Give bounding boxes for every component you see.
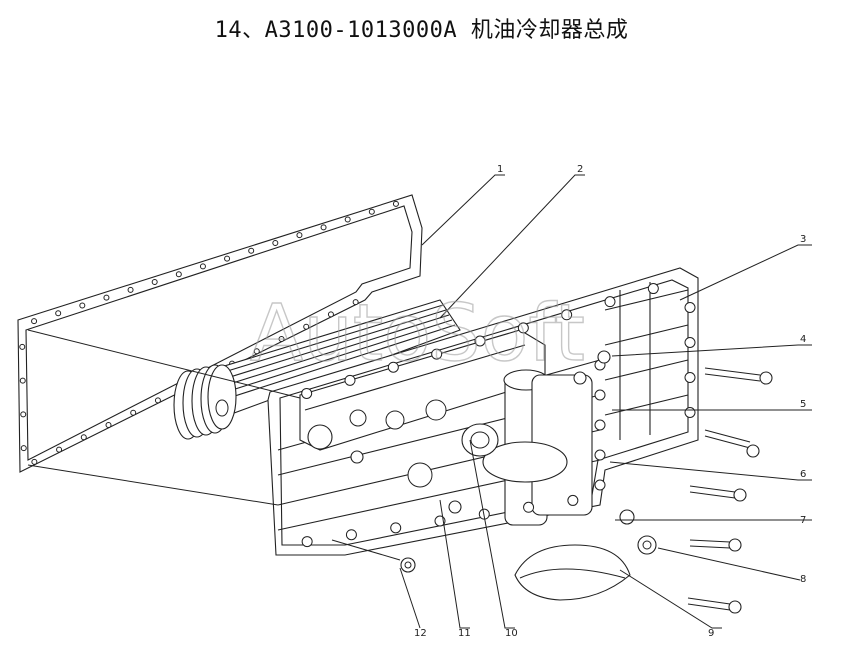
bolt-hole bbox=[344, 216, 351, 223]
bolt-hole bbox=[561, 309, 573, 321]
bolt-hole bbox=[272, 239, 279, 246]
bolt-hole bbox=[392, 200, 399, 207]
bolt-hole bbox=[594, 389, 606, 401]
bolt-hole bbox=[327, 311, 334, 318]
bolt-hole bbox=[368, 208, 375, 215]
bolt-hole bbox=[594, 419, 606, 431]
bolt-hole bbox=[320, 224, 327, 231]
plug-8 bbox=[637, 535, 657, 555]
bolt-hole bbox=[431, 348, 443, 360]
bolt-hole bbox=[130, 409, 137, 416]
callout-12: 12 bbox=[414, 628, 427, 639]
bolt-6 bbox=[689, 485, 747, 502]
bolt-hole bbox=[175, 271, 182, 278]
callout-5: 5 bbox=[800, 399, 806, 410]
bolt-hole bbox=[594, 449, 606, 461]
callout-1: 1 bbox=[497, 164, 503, 175]
bolt-hole bbox=[352, 299, 359, 306]
cooler-cover bbox=[267, 267, 699, 601]
bolt-hole bbox=[127, 286, 134, 293]
bolt-hole bbox=[345, 529, 357, 541]
callout-9: 9 bbox=[708, 628, 714, 639]
bolt-hole bbox=[517, 322, 529, 334]
callout-2: 2 bbox=[577, 164, 583, 175]
bolt-hole bbox=[303, 323, 310, 330]
bolt-hole bbox=[387, 361, 399, 373]
bolt-hole bbox=[248, 247, 255, 254]
bolt-hole bbox=[80, 434, 87, 441]
bolt-hole bbox=[20, 411, 27, 418]
bolt-hole bbox=[567, 494, 579, 506]
callout-4: 4 bbox=[800, 334, 806, 345]
diagram-title: 14、A3100-1013000A 机油冷却器总成 bbox=[214, 18, 629, 43]
bolt-hole bbox=[199, 263, 206, 270]
callout-7: 7 bbox=[800, 515, 806, 526]
bolt-hole bbox=[253, 348, 260, 355]
callout-11: 11 bbox=[458, 628, 471, 639]
bolt-7 bbox=[689, 538, 742, 552]
callout-numbers: 1 2 3 4 5 6 7 8 9 10 11 12 bbox=[414, 164, 806, 639]
bolt-hole bbox=[31, 318, 38, 325]
bolt-hole bbox=[301, 387, 313, 399]
bolt-9 bbox=[687, 597, 742, 614]
bolt-hole bbox=[684, 302, 696, 313]
bolt-hole bbox=[19, 343, 26, 350]
bolt-hole bbox=[344, 374, 356, 386]
bolt-hole bbox=[278, 336, 285, 342]
watermark: AutoSoft bbox=[250, 289, 585, 379]
bolt-hole bbox=[103, 294, 110, 301]
bolt-hole bbox=[55, 310, 62, 317]
bolt-hole bbox=[684, 407, 696, 418]
bolt-hole bbox=[594, 479, 606, 491]
bolt-hole bbox=[390, 522, 402, 534]
bolt-5 bbox=[704, 429, 760, 458]
callout-10: 10 bbox=[505, 628, 518, 639]
callout-6: 6 bbox=[800, 469, 806, 480]
leader-lines bbox=[27, 174, 812, 629]
bolt-hole bbox=[474, 335, 486, 347]
bolt-4 bbox=[704, 367, 773, 385]
bolt-hole bbox=[79, 302, 86, 309]
cooler-core bbox=[173, 299, 461, 440]
bolt-hole bbox=[151, 279, 158, 286]
bolt-hole bbox=[105, 422, 112, 428]
bolt-hole bbox=[296, 232, 303, 239]
bolt-hole bbox=[684, 372, 696, 383]
bolt-hole bbox=[31, 458, 38, 465]
callout-8: 8 bbox=[800, 574, 806, 585]
bolt-12 bbox=[400, 557, 416, 573]
bolt-hole bbox=[523, 501, 535, 513]
bolt-hole bbox=[224, 255, 231, 262]
bolt-hole bbox=[20, 445, 27, 452]
callout-3: 3 bbox=[800, 234, 806, 245]
bolt-hole bbox=[56, 446, 63, 453]
bolt-hole bbox=[604, 296, 616, 308]
bolt-hole bbox=[684, 337, 696, 348]
bolt-hole bbox=[647, 283, 659, 295]
bolt-hole bbox=[301, 536, 313, 548]
bolt-hole bbox=[154, 397, 161, 404]
small-bolts bbox=[350, 350, 635, 525]
bolt-hole bbox=[19, 377, 26, 384]
